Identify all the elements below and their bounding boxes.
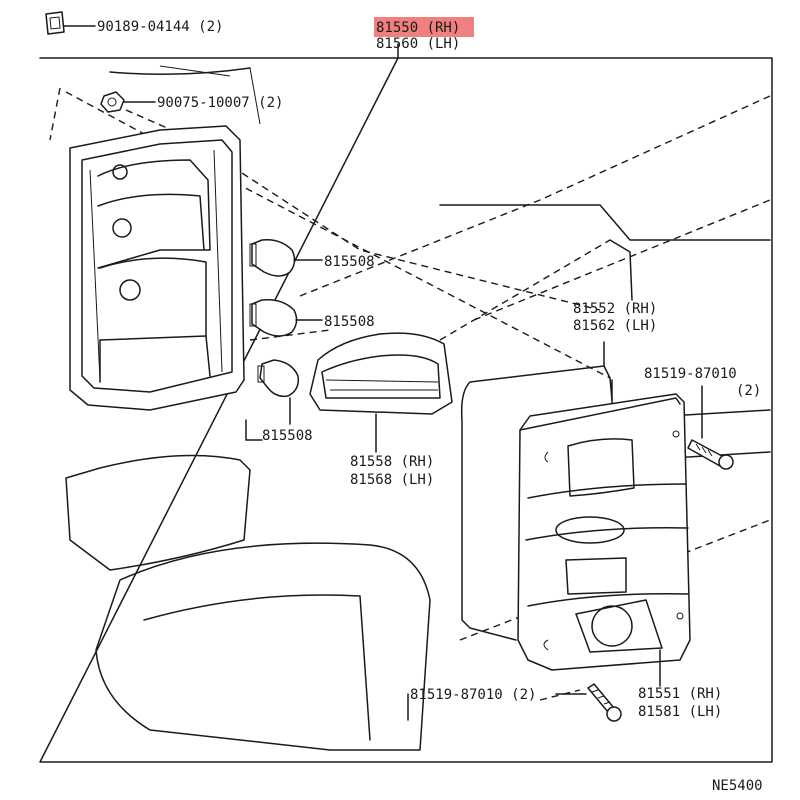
label-assembly-rh: 81550 (RH) xyxy=(376,20,460,36)
label-bulb-3: 815508 xyxy=(262,428,313,444)
diagram-code: NE5400 xyxy=(712,778,763,794)
assembly-rh-highlight xyxy=(374,17,474,37)
lens-gasket xyxy=(460,365,613,641)
lens-mesh-bottom xyxy=(591,605,633,647)
label-lens-lh: 81581 (LH) xyxy=(638,704,722,720)
label-screw-top-2: (2) xyxy=(736,383,761,399)
frame-border xyxy=(39,43,773,763)
screw-top-icon xyxy=(687,439,734,470)
label-screw-top-1: 81519-87010 xyxy=(644,366,737,382)
clip-icon xyxy=(45,11,65,35)
leader-lines xyxy=(49,87,771,701)
label-clip: 90189-04144 (2) xyxy=(97,19,223,35)
lamp-housing xyxy=(69,125,245,411)
side-lamp-socket xyxy=(309,332,453,415)
label-assembly-lh: 81560 (LH) xyxy=(376,36,460,52)
lens-mesh-lower xyxy=(565,557,627,595)
label-bulb-1: 815508 xyxy=(324,254,375,270)
label-lens-rh: 81551 (RH) xyxy=(638,686,722,702)
label-socket-lh: 81568 (LH) xyxy=(350,472,434,488)
lens-mesh-middle xyxy=(555,516,625,544)
bulb-3-icon xyxy=(257,359,300,398)
tail-lamp-lens xyxy=(517,393,691,671)
label-nut: 90075-10007 (2) xyxy=(157,95,283,111)
label-gasket-rh: 81552 (RH) xyxy=(573,301,657,317)
screw-bottom-icon xyxy=(587,683,622,722)
label-socket-rh: 81558 (RH) xyxy=(350,454,434,470)
lens-mesh-top xyxy=(567,438,635,497)
label-bulb-2: 815508 xyxy=(324,314,375,330)
nut-icon xyxy=(100,91,125,113)
label-gasket-lh: 81562 (LH) xyxy=(573,318,657,334)
bulb-2-icon xyxy=(249,298,298,337)
label-screw-bottom: 81519-87010 (2) xyxy=(410,687,536,703)
bulb-1-icon xyxy=(249,238,296,277)
